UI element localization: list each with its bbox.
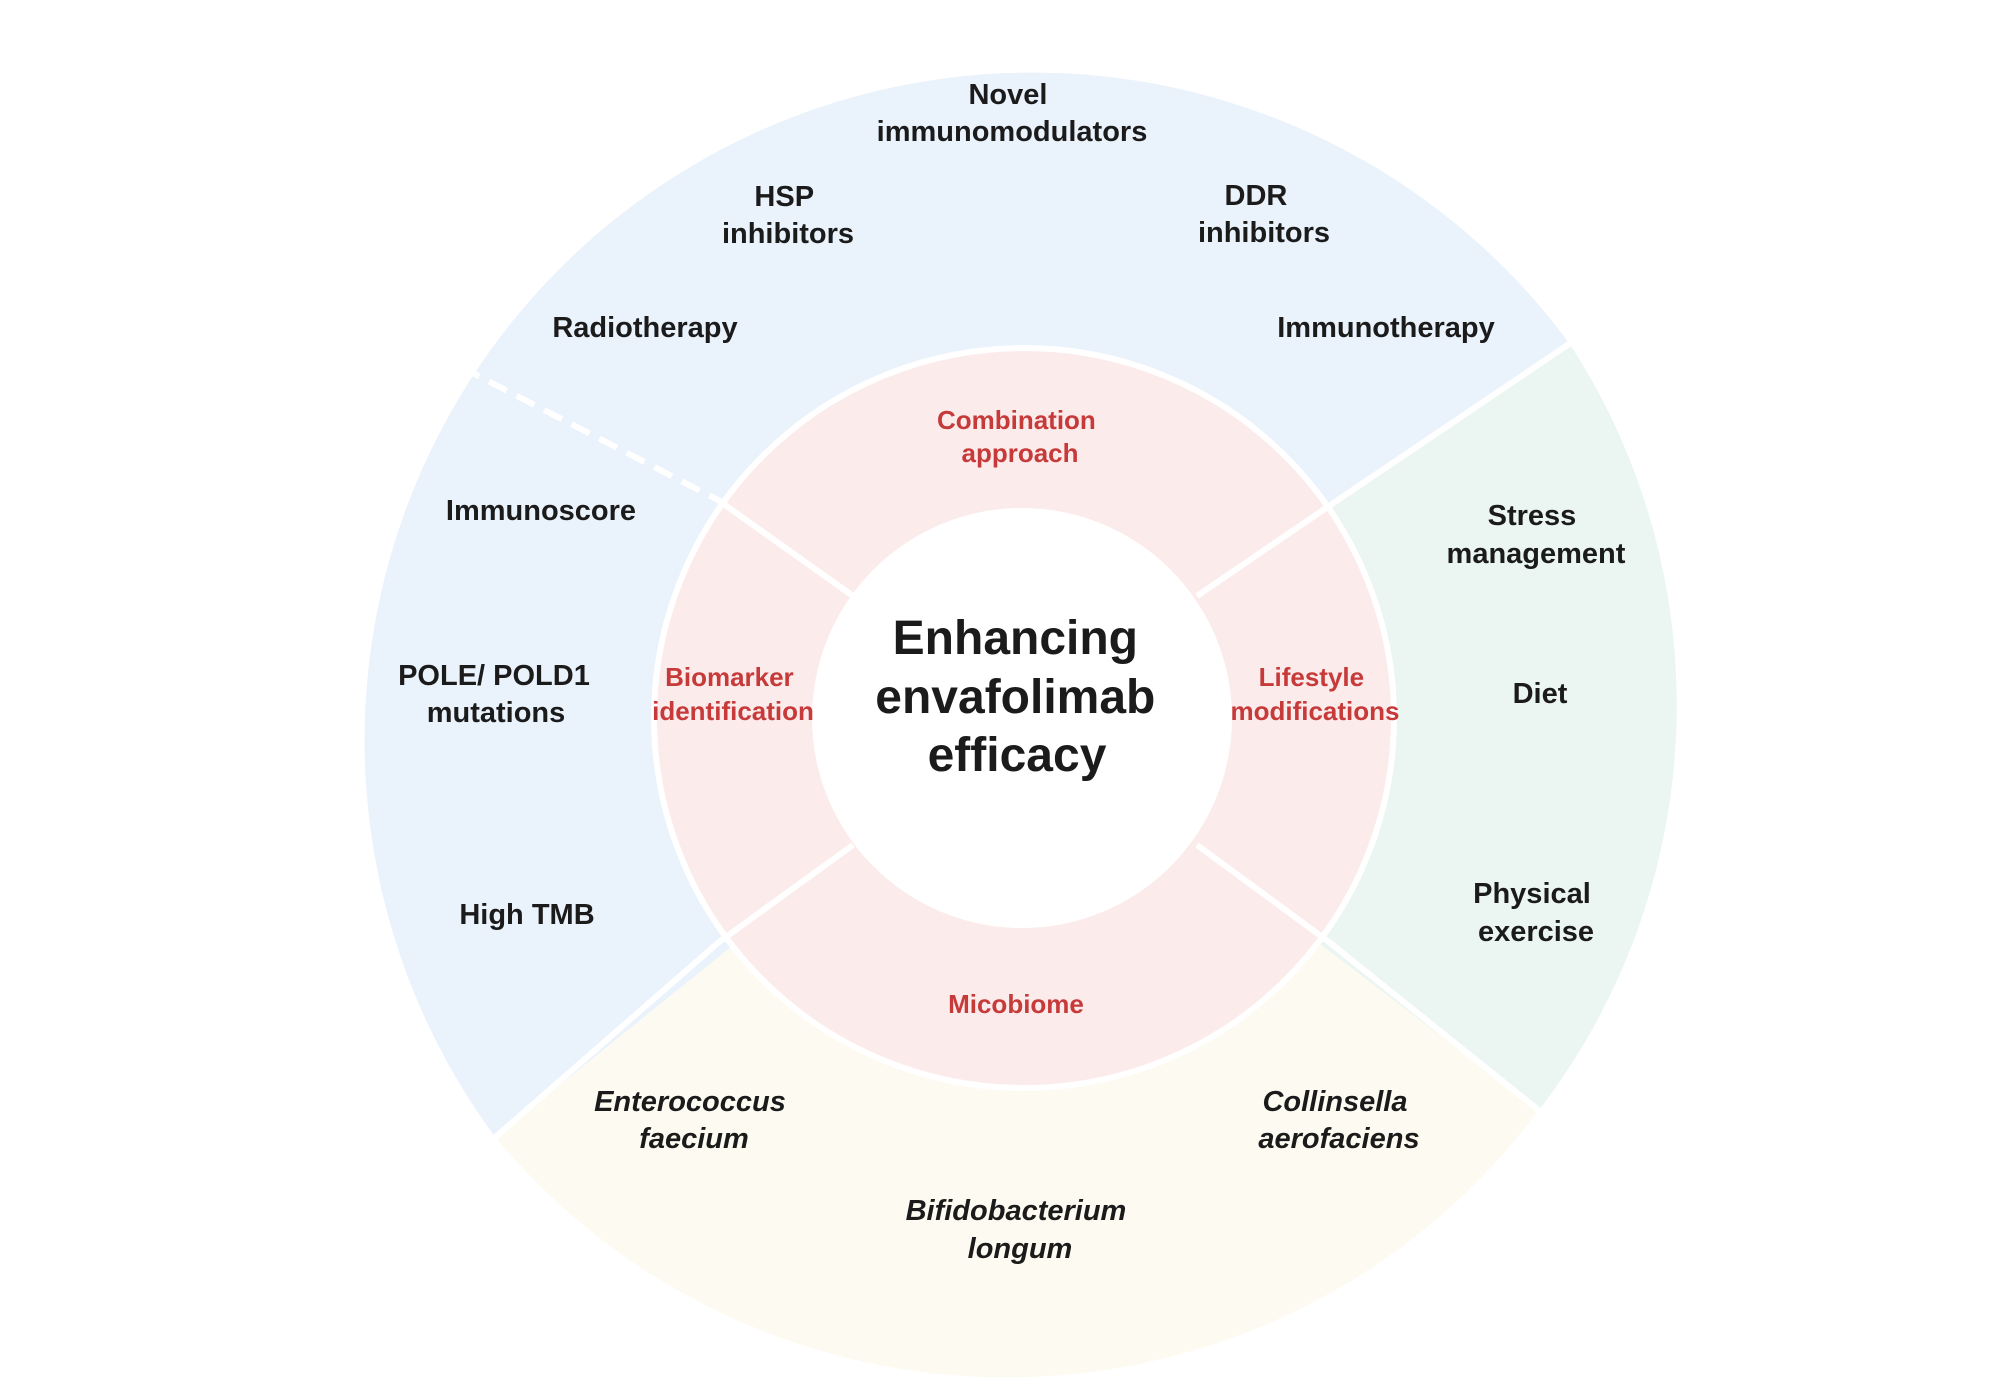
center-title: Enhancing envafolimab efficacy [875,612,1168,782]
label-radiotherapy: Radiotherapy [552,312,737,344]
label-hsp-inhibitors: HSP inhibitors [722,181,854,250]
divider-outer-dashed [432,350,720,503]
divider-inner-lower-left [717,842,855,945]
label-bifidobacterium-longum: Bifidobacterium longum [906,1195,1135,1265]
label-novel-immunomodulators: Novel immunomodulators [877,79,1148,148]
label-pole-pold1-mutations: POLE/ POLD1 mutations [398,660,598,729]
label-high-tmb: High TMB [459,899,594,931]
ring-label-microbiome: Micobiome [948,989,1084,1019]
divider-outer-lower-right [1327,939,1543,1115]
label-diet: Diet [1513,678,1568,710]
divider-inner-upper-right [1195,503,1331,599]
label-enterococcus-faecium: Enterococcus faecium [594,1086,794,1155]
divider-inner-lower-right [1195,842,1331,945]
ring-label-combination: Combination approach [937,405,1103,468]
label-collinsella-aerofaciens: Collinsella aerofaciens [1258,1086,1419,1155]
divider-outer-upper-right [1327,339,1574,509]
label-stress-management: Stress management [1447,500,1626,570]
ring-label-biomarker: Biomarker identification [652,662,814,726]
ring-label-lifestyle: Lifestyle modifications [1230,662,1399,726]
label-immunoscore: Immunoscore [446,495,636,527]
divider-outer-lower-left [490,939,721,1143]
divider-inner-upper-left [716,497,855,599]
label-immunotherapy: Immunotherapy [1277,312,1495,344]
label-ddr-inhibitors: DDR inhibitors [1198,180,1330,249]
label-physical-exercise: Physical exercise [1473,878,1599,948]
center-circle [812,508,1232,928]
